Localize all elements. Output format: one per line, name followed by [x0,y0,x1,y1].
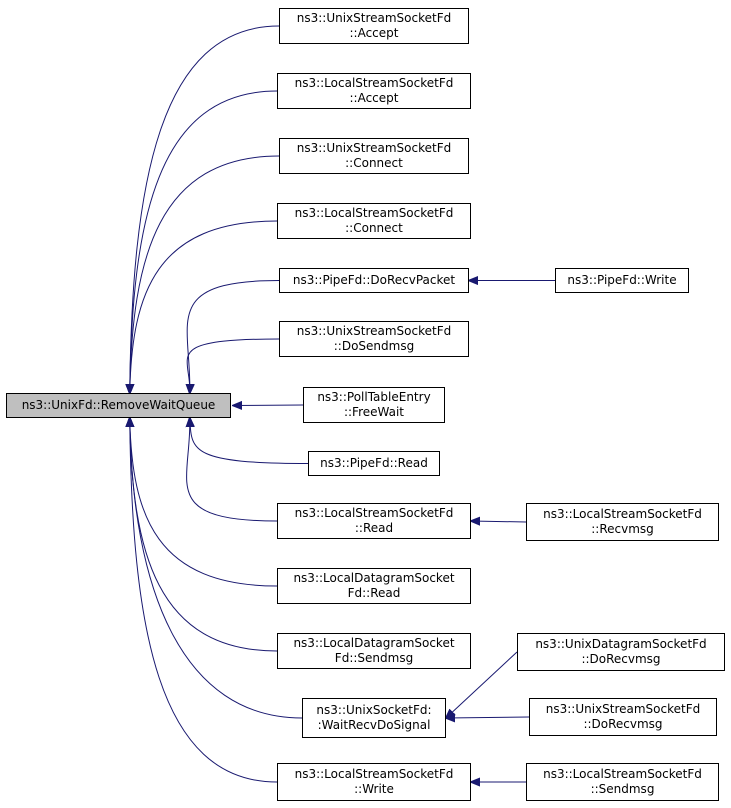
node-pipe-fd-read[interactable]: ns3::PipeFd::Read [308,451,440,476]
edge-unix-dosend-to-root [187,338,280,393]
edge-poll-freewait-to-root [233,405,304,406]
node-label-line1: ns3::UnixDatagramSocketFd [535,637,707,651]
node-unix-stream-socket-fd-accept[interactable]: ns3::UnixStreamSocketFd ::Accept [279,8,469,44]
node-label-line1: ns3::UnixSocketFd: [316,703,432,717]
root-node-label: ns3::UnixFd::RemoveWaitQueue [21,398,216,412]
node-pipe-fd-write[interactable]: ns3::PipeFd::Write [555,268,689,293]
node-local-datagram-socket-fd-read[interactable]: ns3::LocalDatagramSocket Fd::Read [277,568,471,604]
node-label-line1: ns3::UnixStreamSocketFd [296,11,452,25]
edge-local-write-to-root [130,418,278,783]
node-label-line1: ns3::PipeFd::DoRecvPacket [292,273,456,287]
node-label-line2: Fd::Read [347,586,401,600]
node-label-line2: ::DoRecvmsg [583,717,663,731]
node-label-line1: ns3::LocalStreamSocketFd [294,206,454,220]
node-unix-socket-fd-wait-recv-do-signal[interactable]: ns3::UnixSocketFd: :WaitRecvDoSignal [302,698,446,738]
edge-ldgram-read-to-root [130,418,278,587]
node-label-line1: ns3::LocalStreamSocketFd [543,767,702,781]
node-label-line1: ns3::PipeFd::Write [567,273,677,287]
node-local-stream-socket-fd-read[interactable]: ns3::LocalStreamSocketFd ::Read [277,503,471,539]
node-local-stream-socket-fd-recvmsg[interactable]: ns3::LocalStreamSocketFd ::Recvmsg [526,503,719,541]
node-unix-stream-socket-fd-do-sendmsg[interactable]: ns3::UnixStreamSocketFd ::DoSendmsg [279,321,469,357]
edge-udgram-dorecv-to-unix-waitrecv [446,651,518,718]
edge-local-recvmsg-to-local-read [471,521,527,522]
node-poll-table-entry-free-wait[interactable]: ns3::PollTableEntry ::FreeWait [303,387,445,423]
node-label-line2: ::Connect [345,156,403,170]
node-label-line1: ns3::LocalStreamSocketFd [543,507,702,521]
node-label-line2: ::Read [354,521,394,535]
node-label-line2: ::Accept [349,26,399,40]
node-local-stream-socket-fd-sendmsg[interactable]: ns3::LocalStreamSocketFd ::Sendmsg [526,763,719,801]
node-local-stream-socket-fd-connect[interactable]: ns3::LocalStreamSocketFd ::Connect [277,203,471,239]
node-label-line2: ::FreeWait [343,405,405,419]
edge-ldgram-send-to-root [130,418,278,652]
node-label-line1: ns3::LocalStreamSocketFd [294,767,454,781]
edge-local-read-to-root [187,418,278,522]
node-label-line1: ns3::LocalDatagramSocket [293,636,455,650]
edge-ustream-dorecv-to-unix-waitrecv [446,717,530,718]
node-label-line2: ::Accept [349,91,399,105]
node-unix-stream-socket-fd-connect[interactable]: ns3::UnixStreamSocketFd ::Connect [279,138,469,174]
node-label-line2: ::Connect [345,221,403,235]
node-label-line1: ns3::UnixStreamSocketFd [545,702,701,716]
node-label-line2: Fd::Sendmsg [334,651,414,665]
node-label-line1: ns3::LocalStreamSocketFd [294,506,454,520]
node-label-line2: ::DoRecvmsg [581,652,661,666]
node-local-datagram-socket-fd-sendmsg[interactable]: ns3::LocalDatagramSocket Fd::Sendmsg [277,633,471,669]
node-unix-datagram-socket-fd-do-recvmsg[interactable]: ns3::UnixDatagramSocketFd ::DoRecvmsg [517,633,725,671]
edge-unix-waitrecv-to-root [130,418,303,719]
node-label-line2: ::Sendmsg [590,782,655,796]
node-label-line2: :WaitRecvDoSignal [317,718,431,732]
edge-local-connect-to-root [130,220,278,393]
edge-pipe-read-to-root [190,418,309,464]
edge-unix-connect-to-root [130,155,280,393]
node-label-line1: ns3::LocalStreamSocketFd [294,76,454,90]
node-local-stream-socket-fd-accept[interactable]: ns3::LocalStreamSocketFd ::Accept [277,73,471,109]
node-label-line2: ::DoSendmsg [333,339,415,353]
node-unix-stream-socket-fd-do-recvmsg[interactable]: ns3::UnixStreamSocketFd ::DoRecvmsg [529,698,717,736]
edge-unix-accept-to-root [130,25,280,393]
edge-pipe-dorecv-to-root [187,280,280,394]
root-node-remove-wait-queue: ns3::UnixFd::RemoveWaitQueue [6,393,231,418]
node-pipe-fd-do-recv-packet[interactable]: ns3::PipeFd::DoRecvPacket [279,268,469,293]
node-label-line1: ns3::UnixStreamSocketFd [296,324,452,338]
node-label-line1: ns3::PipeFd::Read [320,456,428,470]
node-label-line2: ::Recvmsg [591,522,654,536]
edge-local-accept-to-root [130,90,278,393]
node-local-stream-socket-fd-write[interactable]: ns3::LocalStreamSocketFd ::Write [277,763,471,801]
node-label-line1: ns3::PollTableEntry [317,390,431,404]
node-label-line1: ns3::UnixStreamSocketFd [296,141,452,155]
node-label-line2: ::Write [354,782,394,796]
node-label-line1: ns3::LocalDatagramSocket [293,571,455,585]
